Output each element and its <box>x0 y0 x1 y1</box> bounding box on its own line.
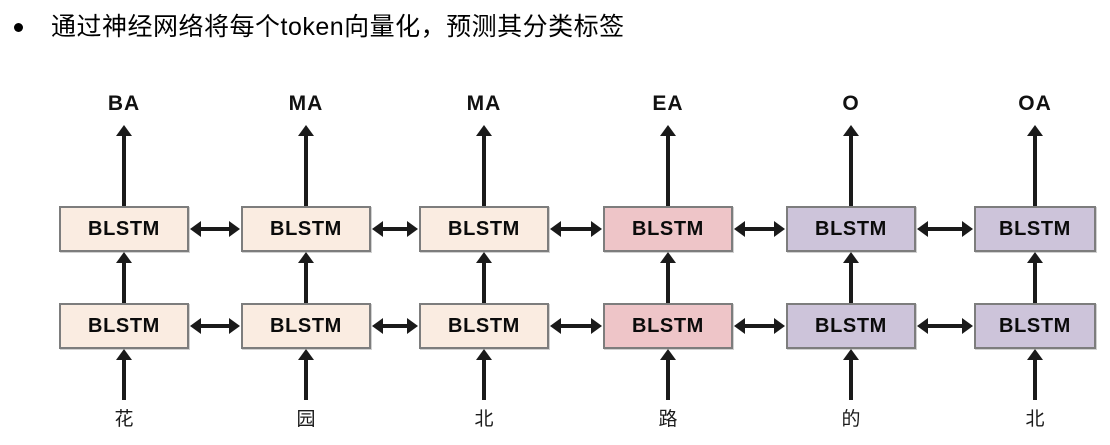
arrow-left-right-icon <box>927 324 963 328</box>
blstm-cell-bottom[interactable]: BLSTM <box>786 303 916 349</box>
arrow-left-right-icon <box>382 227 408 231</box>
input-token: 花 <box>114 408 134 430</box>
arrow-up-icon <box>666 134 670 206</box>
arrow-up-icon <box>304 261 308 303</box>
blstm-cell-top[interactable]: BLSTM <box>419 206 549 252</box>
output-label: BA <box>107 92 141 115</box>
arrow-up-icon <box>666 358 670 400</box>
arrow-up-icon <box>849 261 853 303</box>
arrow-up-icon <box>482 358 486 400</box>
bullet-dot-icon <box>14 22 23 32</box>
blstm-cell-top[interactable]: BLSTM <box>974 206 1096 252</box>
arrow-up-icon <box>482 134 486 206</box>
output-label: OA <box>1018 92 1052 115</box>
arrow-left-right-icon <box>744 227 775 231</box>
blstm-cell-bottom[interactable]: BLSTM <box>419 303 549 349</box>
output-label: EA <box>652 92 684 115</box>
output-label: MA <box>288 92 324 115</box>
arrow-left-right-icon <box>560 227 592 231</box>
blstm-cell-bottom[interactable]: BLSTM <box>59 303 189 349</box>
input-token: 园 <box>296 408 316 430</box>
arrow-up-icon <box>666 261 670 303</box>
blstm-cell-bottom[interactable]: BLSTM <box>241 303 371 349</box>
input-token: 的 <box>841 408 861 430</box>
blstm-cell-top[interactable]: BLSTM <box>603 206 733 252</box>
arrow-left-right-icon <box>744 324 775 328</box>
input-token: 北 <box>1025 408 1045 430</box>
arrow-up-icon <box>1033 261 1037 303</box>
blstm-cell-bottom[interactable]: BLSTM <box>603 303 733 349</box>
arrow-up-icon <box>1033 358 1037 400</box>
output-label: MA <box>466 92 502 115</box>
output-label: O <box>842 92 860 115</box>
arrow-left-right-icon <box>927 227 963 231</box>
arrow-up-icon <box>122 358 126 400</box>
header-bullet-line: 通过神经网络将每个token向量化，预测其分类标签 <box>0 4 1110 50</box>
arrow-left-right-icon <box>382 324 408 328</box>
arrow-up-icon <box>1033 134 1037 206</box>
input-token: 北 <box>474 408 494 430</box>
page-title: 通过神经网络将每个token向量化，预测其分类标签 <box>51 13 625 41</box>
blstm-cell-top[interactable]: BLSTM <box>241 206 371 252</box>
arrow-up-icon <box>122 261 126 303</box>
arrow-up-icon <box>304 134 308 206</box>
arrow-up-icon <box>122 134 126 206</box>
blstm-cell-top[interactable]: BLSTM <box>786 206 916 252</box>
arrow-left-right-icon <box>200 324 230 328</box>
arrow-up-icon <box>849 358 853 400</box>
arrow-left-right-icon <box>200 227 230 231</box>
blstm-cell-top[interactable]: BLSTM <box>59 206 189 252</box>
arrow-up-icon <box>482 261 486 303</box>
blstm-cell-bottom[interactable]: BLSTM <box>974 303 1096 349</box>
arrow-left-right-icon <box>560 324 592 328</box>
input-token: 路 <box>658 408 678 430</box>
arrow-up-icon <box>304 358 308 400</box>
arrow-up-icon <box>849 134 853 206</box>
